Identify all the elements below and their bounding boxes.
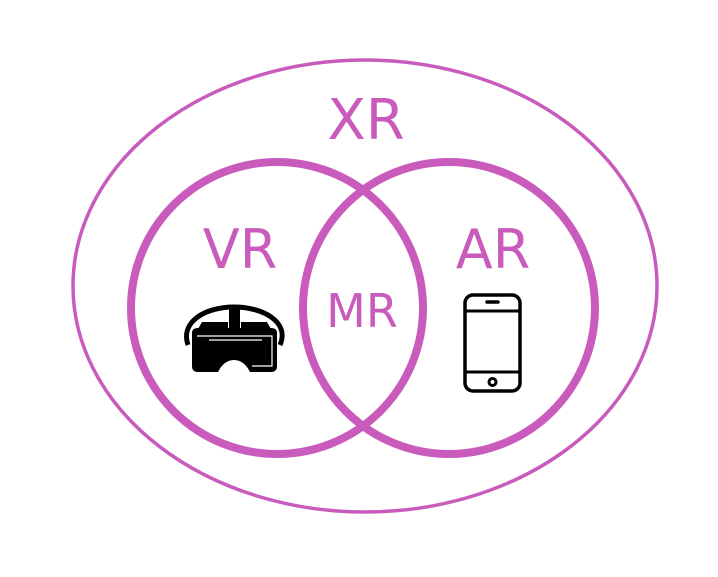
xr-outer-ellipse <box>71 58 659 514</box>
smartphone-icon <box>463 293 522 393</box>
mr-label: MR <box>326 284 398 338</box>
xr-label: XR <box>327 88 404 153</box>
vr-headset-icon <box>184 304 285 372</box>
ar-circle <box>299 158 599 458</box>
vr-circle <box>127 158 427 458</box>
ar-label: AR <box>456 218 530 281</box>
vr-label: VR <box>203 218 277 281</box>
